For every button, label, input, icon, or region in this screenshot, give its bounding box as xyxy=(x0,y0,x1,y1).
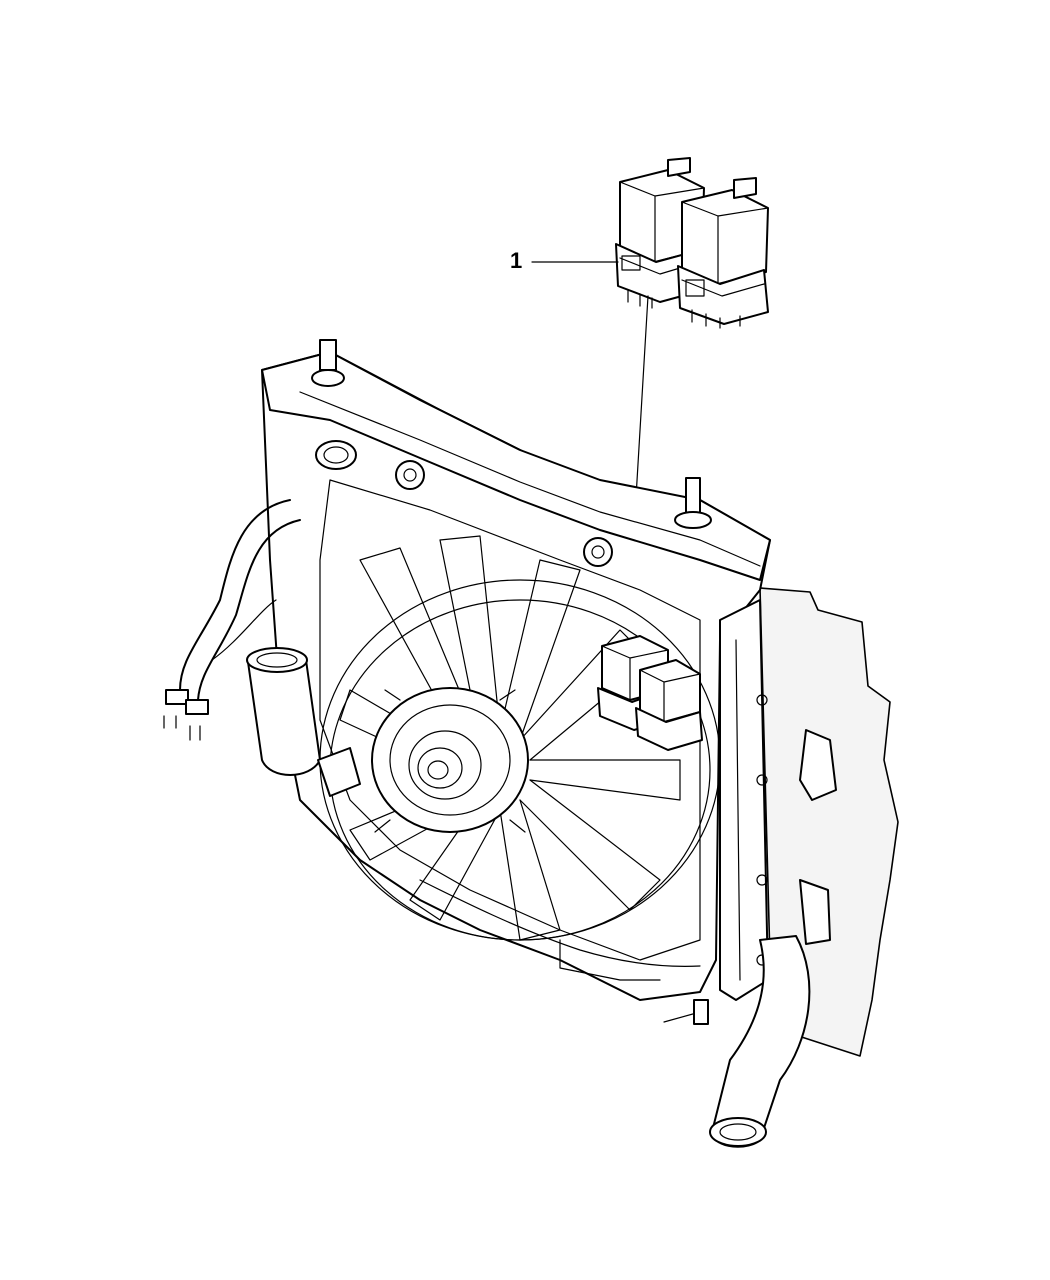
callout-number-1: 1 xyxy=(510,248,523,273)
radiator-assembly xyxy=(261,339,899,1057)
hoses-and-lines xyxy=(163,499,811,1148)
relay-exploded-view[interactable] xyxy=(615,157,769,329)
relay-installed[interactable] xyxy=(597,635,703,751)
cooling-fan xyxy=(319,535,721,941)
